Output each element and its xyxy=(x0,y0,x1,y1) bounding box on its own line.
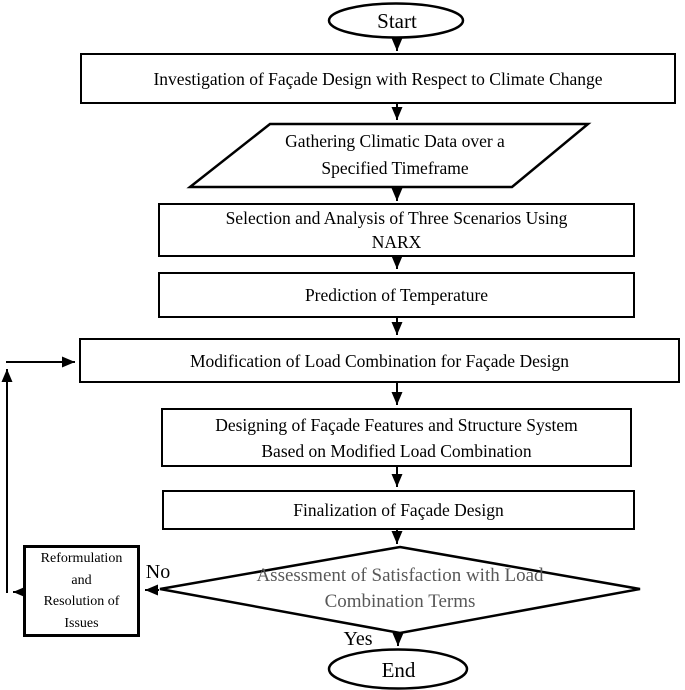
node-finalization: Finalization of Façade Design xyxy=(162,490,635,530)
node-reformulation: Reformulation and Resolution of Issues xyxy=(23,545,140,637)
end-terminator-shape xyxy=(327,648,469,690)
node-reformulation-label-line1: Reformulation xyxy=(40,551,123,566)
node-investigation-label: Investigation of Façade Design with Resp… xyxy=(153,68,603,89)
node-start-label: Start xyxy=(377,8,417,33)
node-reformulation-label-line2: and xyxy=(71,572,92,588)
edge-label-no: No xyxy=(145,561,171,583)
edge-label-yes: Yes xyxy=(343,628,373,650)
node-designing: Designing of Façade Features and Structu… xyxy=(161,408,632,467)
node-assessment-label-line2: Combination Terms xyxy=(324,591,476,612)
node-designing-label-line1: Designing of Façade Features and Structu… xyxy=(215,414,578,435)
node-designing-label-line2: Based on Modified Load Combination xyxy=(261,440,532,461)
node-reformulation-label-line3: Resolution of xyxy=(43,594,120,609)
node-investigation: Investigation of Façade Design with Resp… xyxy=(80,53,676,104)
node-end-label: End xyxy=(381,657,416,682)
node-prediction: Prediction of Temperature xyxy=(158,272,635,318)
node-prediction-label: Prediction of Temperature xyxy=(304,285,489,305)
assessment-diamond-shape xyxy=(159,545,641,635)
node-selection-label-line2: NARX xyxy=(371,232,422,252)
node-start: Start xyxy=(330,4,464,37)
gathering-parallelogram-shape xyxy=(186,122,592,189)
node-assessment-label-line1: Assessment of Satisfaction with Load xyxy=(256,565,544,586)
node-assessment: Assessment of Satisfaction with Load Com… xyxy=(215,560,585,618)
node-modification-label: Modification of Load Combination for Faç… xyxy=(189,350,570,371)
node-modification: Modification of Load Combination for Faç… xyxy=(79,338,680,383)
node-gathering-label-line1: Gathering Climatic Data over a xyxy=(285,131,505,151)
node-gathering: Gathering Climatic Data over a Specified… xyxy=(210,127,580,183)
node-gathering-label-line2: Specified Timeframe xyxy=(321,158,469,178)
node-finalization-label: Finalization of Façade Design xyxy=(293,500,504,520)
node-end: End xyxy=(330,651,467,688)
node-reformulation-label-line4: Issues xyxy=(64,615,99,631)
node-selection: Selection and Analysis of Three Scenario… xyxy=(158,203,635,257)
start-terminator-shape xyxy=(327,2,465,39)
node-selection-label-line1: Selection and Analysis of Three Scenario… xyxy=(225,208,568,228)
